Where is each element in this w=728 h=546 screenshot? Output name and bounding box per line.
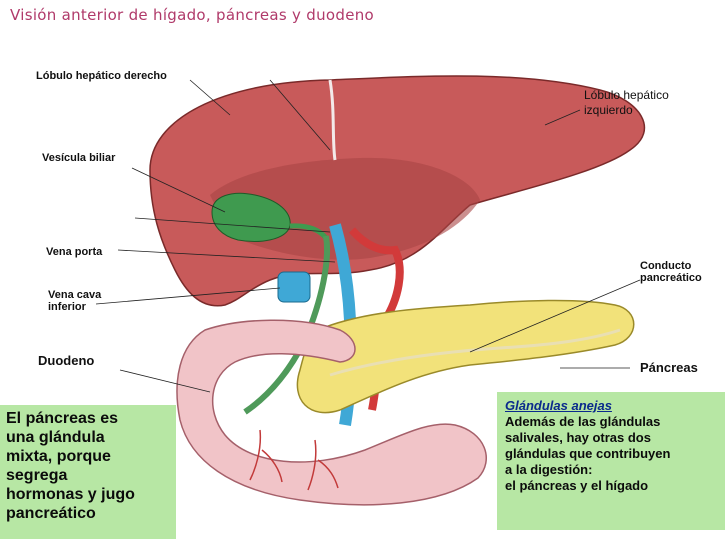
info-left-line: una glándula	[6, 429, 105, 446]
label-left-lobe-line2: izquierdo	[584, 103, 633, 117]
info-right-line: glándulas que contribuyen	[505, 446, 671, 461]
info-right-heading: Glándulas anejas	[505, 398, 612, 413]
info-left-line: mixta, porque	[6, 448, 111, 465]
info-box-right: Glándulas anejas Además de las glándulas…	[497, 392, 725, 530]
label-ivc-line2: inferior	[48, 301, 86, 313]
cystic-duct	[289, 223, 328, 240]
label-left-lobe: Lóbulo hepático izquierdo	[584, 88, 669, 118]
inferior-vena-cava	[277, 271, 311, 303]
label-pancreatic-duct: Conducto pancreático	[640, 260, 702, 284]
leader-lines	[95, 79, 641, 393]
info-right-line: Además de las glándulas	[505, 414, 661, 429]
info-box-left: El páncreas es una glándula mixta, porqu…	[0, 405, 176, 539]
info-right-line: el páncreas y el hígado	[505, 478, 649, 493]
falciform-ligament	[328, 79, 337, 161]
label-portal-vein: Vena porta	[46, 246, 103, 258]
info-right-line: salivales, hay otras dos	[505, 430, 651, 445]
duodenum	[176, 319, 487, 506]
info-left-line: hormonas y jugo	[6, 486, 135, 503]
label-right-lobe: Lóbulo hepático derecho	[36, 70, 167, 82]
label-pancreatic-duct-line1: Conducto	[640, 260, 692, 272]
label-pancreatic-duct-line2: pancreático	[640, 272, 702, 284]
label-ivc-line1: Vena cava	[48, 289, 102, 301]
pancreatic-duct-line	[329, 328, 621, 377]
info-right-line: a la digestión:	[505, 462, 593, 477]
label-left-lobe-line1: Lóbulo hepático	[584, 88, 669, 102]
label-duodenum: Duodeno	[38, 353, 95, 368]
label-ivc: Vena cava inferior	[48, 289, 101, 313]
diagram-title: Visión anterior de hígado, páncreas y du…	[10, 6, 375, 24]
duodenal-vessels	[249, 429, 339, 491]
info-left-line: segrega	[6, 467, 68, 484]
info-left-line: El páncreas es	[6, 410, 119, 427]
info-left-line: pancreático	[6, 505, 96, 522]
pancreas	[296, 299, 635, 414]
label-gallbladder: Vesícula biliar	[42, 152, 116, 164]
label-pancreas: Páncreas	[640, 360, 698, 375]
